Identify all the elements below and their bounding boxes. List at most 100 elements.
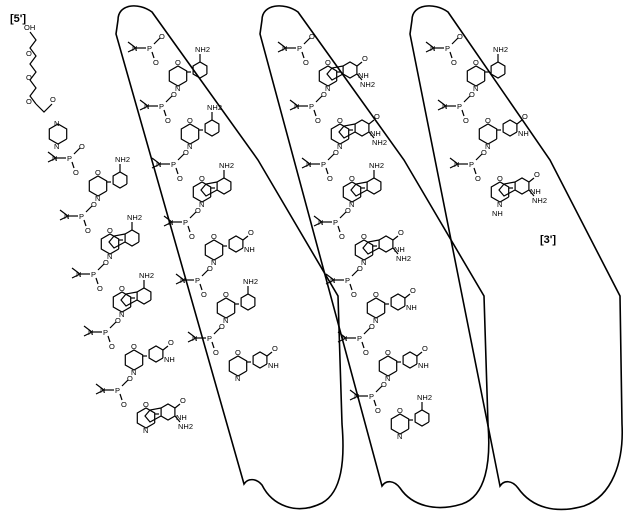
- amine-group: NH2: [372, 138, 387, 147]
- piperazine-ring: [48, 123, 68, 145]
- imide-group: NH: [530, 187, 541, 196]
- carbonyl-oxygen: O: [50, 95, 56, 104]
- p-oxo-bond: [85, 205, 93, 213]
- nitrogen-atom: N: [144, 102, 149, 111]
- oxygen-atom: O: [85, 226, 91, 235]
- morpholine-ring: [216, 297, 236, 319]
- ether-oxygen: O: [26, 49, 32, 58]
- imide-group: NH: [406, 303, 417, 312]
- nucleobase-ring: [490, 61, 506, 79]
- oxygen-atom: O: [159, 32, 165, 41]
- carbonyl-oxygen: O: [410, 286, 416, 295]
- phosphorus-atom: P: [147, 44, 152, 53]
- morpholine-nitrogen: N: [325, 84, 330, 93]
- nucleobase-ring: [390, 293, 406, 311]
- five-prime-label: [5']: [10, 13, 26, 25]
- p-ester-bond: [361, 341, 365, 349]
- oxygen-atom: O: [369, 322, 375, 331]
- oxygen-atom: O: [127, 374, 133, 383]
- p-ester-bond: [199, 283, 203, 291]
- imidazole-ring: [200, 181, 218, 197]
- morpholine-oxygen: O: [187, 116, 193, 125]
- outline-loops: [115, 5, 623, 511]
- oxygen-atom: O: [451, 58, 457, 67]
- morpholine-ring: [100, 233, 120, 255]
- oxygen-atom: O: [171, 90, 177, 99]
- nitrogen-atom: N: [76, 270, 81, 279]
- nitrogen-atom: N: [354, 392, 359, 401]
- phosphorus-atom: P: [321, 160, 326, 169]
- oxygen-atom: O: [475, 174, 481, 183]
- oxygen-atom: O: [363, 348, 369, 357]
- p-ester-bond: [95, 277, 99, 285]
- morpholine-ring: [88, 175, 108, 197]
- nitrogen-atom: N: [168, 218, 173, 227]
- oxygen-atom: O: [109, 342, 115, 351]
- morpholine-ring: [136, 407, 156, 429]
- oxygen-atom: O: [201, 290, 207, 299]
- phosphorus-atom: P: [183, 218, 188, 227]
- p-ester-bond: [313, 109, 317, 117]
- nitrogen-atom: N: [132, 44, 137, 53]
- oxygen-atom: O: [315, 116, 321, 125]
- amine-group: NH2: [369, 161, 384, 170]
- p-ester-bond: [337, 225, 341, 233]
- nitrogen-atom: N: [342, 334, 347, 343]
- morpholine-ring: [490, 181, 510, 203]
- p-ester-bond: [83, 219, 87, 227]
- nucleobase-ring: [136, 287, 152, 305]
- oxygen-atom: O: [91, 200, 97, 209]
- nitrogen-atom: N: [64, 212, 69, 221]
- oxygen-atom: O: [469, 90, 475, 99]
- carbonyl-oxygen: O: [362, 54, 368, 63]
- nitrogen-atom: N: [88, 328, 93, 337]
- morpholine-nitrogen: N: [199, 200, 204, 209]
- phosphorus-atom: P: [171, 160, 176, 169]
- oxygen-atom: O: [381, 380, 387, 389]
- morpholine-ring: [390, 413, 410, 435]
- morpholine-nitrogen: N: [143, 426, 148, 435]
- phosphorus-atom: P: [457, 102, 462, 111]
- oxygen-atom: O: [207, 264, 213, 273]
- carbonyl-oxygen: O: [248, 228, 254, 237]
- p-ester-bond: [349, 283, 353, 291]
- p-ester-bond: [301, 51, 305, 59]
- carbonyl-bond: [174, 403, 181, 409]
- morpholine-oxygen: O: [373, 290, 379, 299]
- morpholine-oxygen: O: [497, 174, 503, 183]
- hydroxyl-group: OH: [24, 23, 35, 32]
- p-oxo-bond: [475, 153, 483, 161]
- morpholine-nitrogen: N: [385, 374, 390, 383]
- amine-group: NH2: [115, 155, 130, 164]
- oxygen-atom: O: [121, 400, 127, 409]
- morpholine-nitrogen: N: [131, 368, 136, 377]
- morpholine-ring: [342, 181, 362, 203]
- nitrogen-atom: N: [100, 386, 105, 395]
- morpholine-ring: [318, 65, 338, 87]
- nucleobase-ring: [216, 177, 232, 195]
- p-oxo-bond: [121, 379, 129, 387]
- amine-bond: [368, 131, 375, 139]
- nitrogen-atom: N: [156, 160, 161, 169]
- morpholine-oxygen: O: [223, 290, 229, 299]
- carbonyl-bond: [368, 119, 375, 125]
- oxygen-atom: O: [73, 168, 79, 177]
- imidazole-ring: [362, 239, 380, 255]
- nitrogen-atom: N: [442, 102, 447, 111]
- amine-group: NH2: [195, 45, 210, 54]
- nitrogen-atom: N: [192, 334, 197, 343]
- carbonyl-oxygen: O: [422, 344, 428, 353]
- p-ester-bond: [461, 109, 465, 117]
- oxygen-atom: O: [177, 174, 183, 183]
- tail-chain: [29, 31, 37, 105]
- imide-group: NH: [358, 71, 369, 80]
- imide-group: NH: [176, 413, 187, 422]
- morpholine-nitrogen: N: [119, 310, 124, 319]
- oxygen-atom: O: [103, 258, 109, 267]
- p-oxo-bond: [327, 153, 335, 161]
- oxygen-atom: O: [339, 232, 345, 241]
- nitrogen-atom: N: [180, 276, 185, 285]
- oxygen-atom: O: [345, 206, 351, 215]
- phosphorus-atom: P: [103, 328, 108, 337]
- imidazole-ring: [350, 181, 368, 197]
